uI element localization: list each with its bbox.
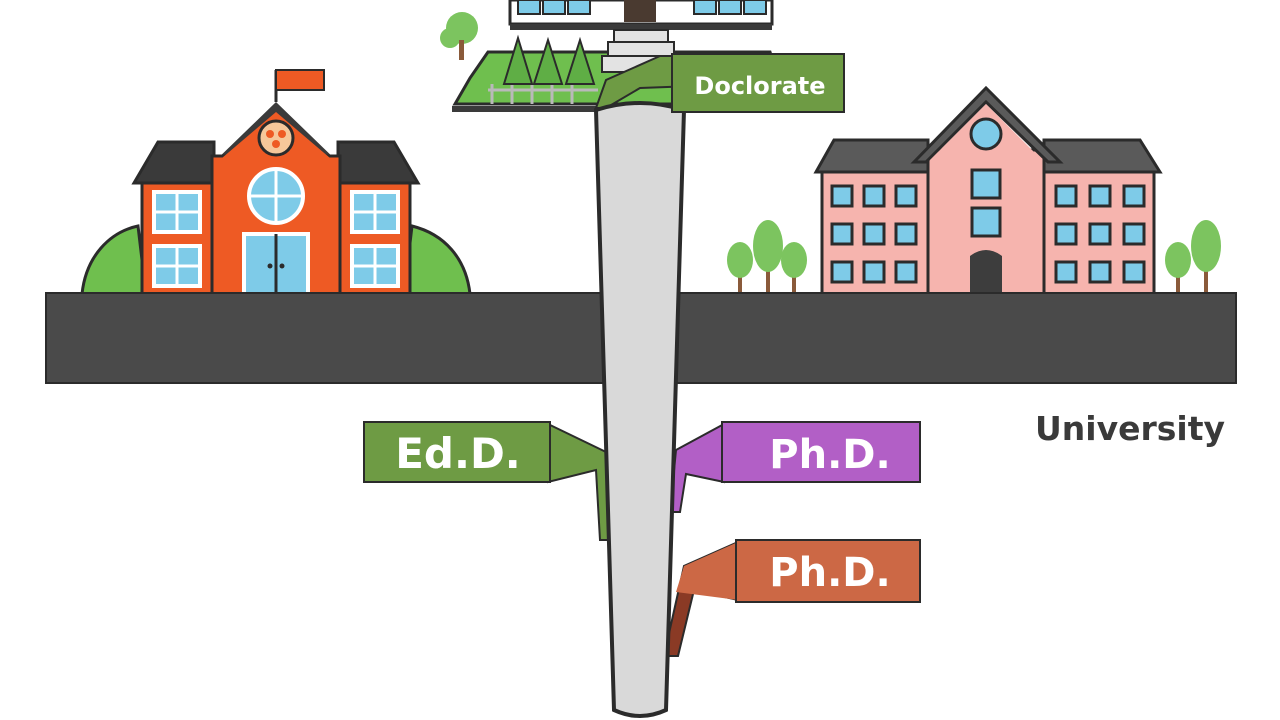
school-building [80, 69, 472, 296]
edd-sign: Ed.D. [363, 421, 551, 483]
phd-orange-label: Ph.D. [769, 550, 890, 596]
phd-purple-label: Ph.D. [769, 432, 890, 478]
edd-label: Ed.D. [395, 429, 521, 478]
doctorate-sign: Doclorate [671, 53, 845, 113]
phd-purple-sign: Ph.D. [721, 421, 921, 483]
doctorate-label: Doclorate [694, 72, 825, 100]
university-label: University [1035, 409, 1225, 448]
phd-orange-sign: Ph.D. [735, 539, 921, 603]
university-building [727, 85, 1221, 296]
